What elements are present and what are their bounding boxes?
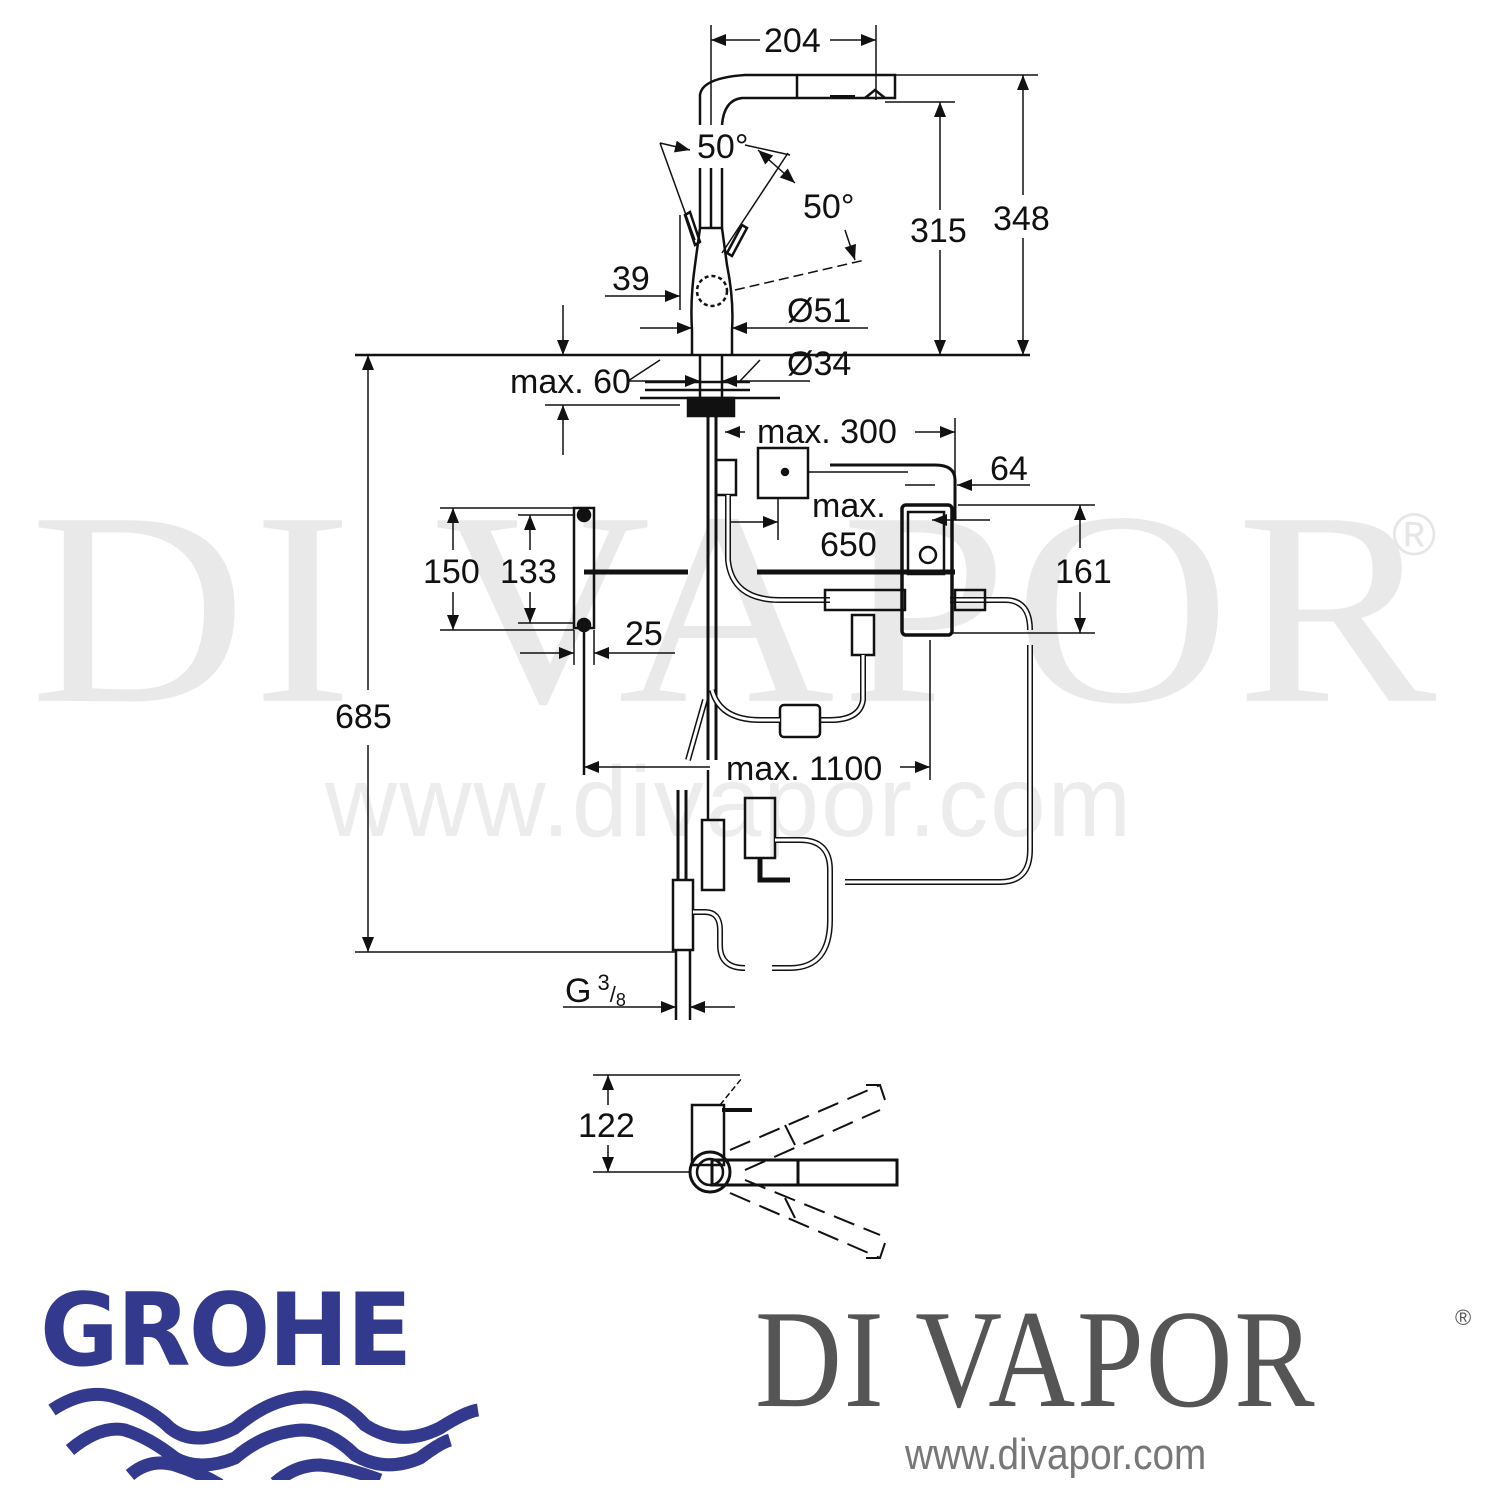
watermark-url: www.divapor.com: [325, 746, 1134, 858]
dimension-labels: 204 50° 50° 315 348 39 Ø51 Ø34 max. 60 m…: [335, 22, 1112, 1145]
grohe-wordmark: GROHE: [40, 1271, 412, 1390]
dim-box-height: 161: [1055, 553, 1112, 591]
dim-bracket-height: 150: [423, 553, 480, 591]
dim-overall-height: 348: [993, 200, 1050, 238]
faucet-spout: [698, 73, 897, 126]
dim-lever-angle-right: 50°: [803, 188, 854, 226]
plan-view: [593, 1074, 899, 1259]
dim-lever-angle-left: 50°: [697, 128, 748, 166]
dim-lever-offset: 39: [612, 260, 650, 298]
dim-box-offset: 64: [990, 450, 1028, 488]
dim-max-counter-thickness: max. 60: [510, 363, 631, 401]
dimension-lines: [355, 25, 1095, 1013]
dim-spout-reach: 204: [764, 22, 821, 60]
dim-height-to-outlet: 315: [910, 212, 967, 250]
dim-max-650-line1: max.: [812, 487, 886, 525]
hoses: [685, 495, 1033, 885]
watermark-registered-mark: ®: [1392, 501, 1437, 568]
mounting-bracket: [572, 506, 688, 775]
dim-plan-view-height: 122: [578, 1107, 635, 1145]
dim-hose-length: 685: [335, 698, 392, 736]
grohe-logo: GROHE: [40, 1280, 500, 1480]
divapor-registered-mark: ®: [1455, 1305, 1472, 1330]
dim-body-diameter: Ø51: [787, 292, 851, 330]
divapor-url: www.divapor.com: [905, 1430, 1207, 1479]
divapor-logo: DI VAPOR: [755, 1282, 1317, 1437]
watermark-brand: DI VAPOR: [30, 455, 1443, 761]
dim-max-cable: max. 1100: [726, 750, 882, 788]
grohe-waves-icon: [48, 1387, 480, 1480]
faucet-body: [659, 142, 866, 355]
dim-bracket-hole-spacing: 133: [500, 553, 557, 591]
faucet-shank: [355, 353, 1030, 760]
dim-max-300: max. 300: [757, 413, 897, 451]
dim-max-650-line2: 650: [820, 526, 877, 564]
dim-shank-diameter: Ø34: [787, 345, 851, 383]
lower-valves: [671, 770, 833, 1020]
dim-bracket-depth: 25: [625, 615, 663, 653]
